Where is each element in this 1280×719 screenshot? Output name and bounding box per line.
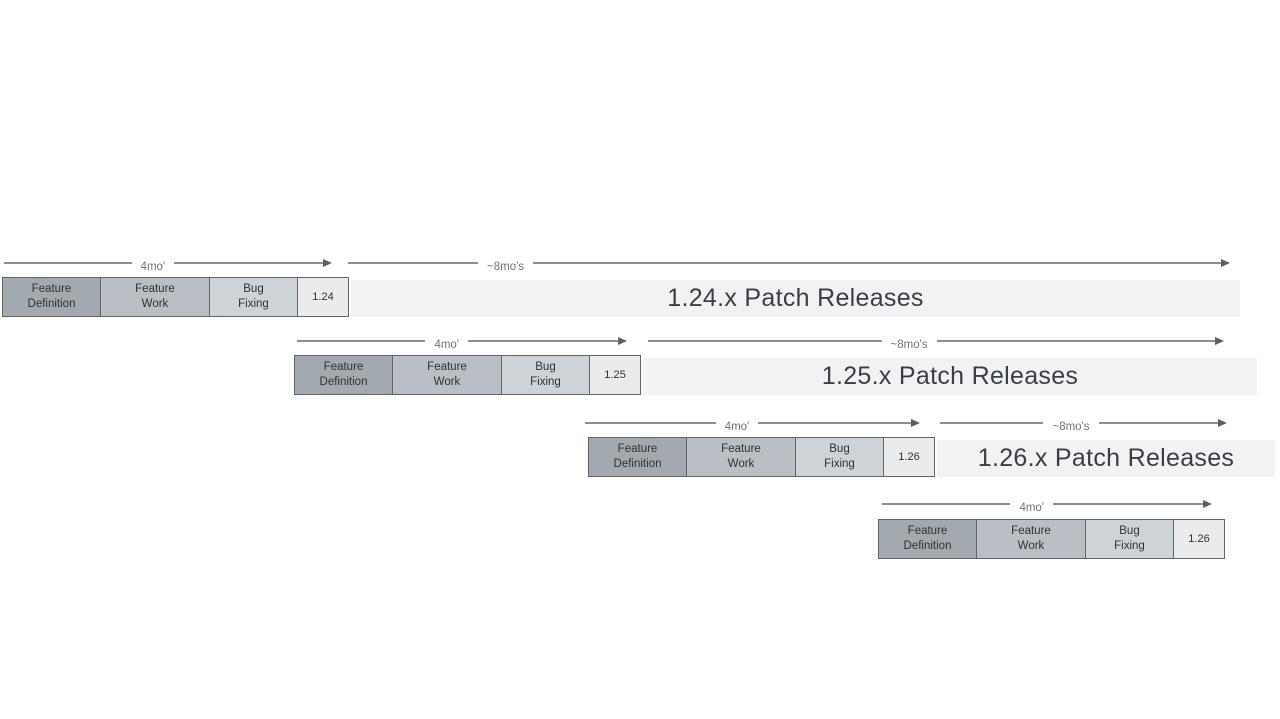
arrow-line [940, 422, 1044, 424]
dev-cycle-arrow: 4mo' [297, 333, 625, 351]
phase-box-feature-work: Feature Work [100, 277, 210, 317]
phase-box-feature-work: Feature Work [976, 519, 1086, 559]
patch-releases-label: 1.24.x Patch Releases [667, 284, 924, 312]
patch-releases-label: 1.25.x Patch Releases [821, 362, 1079, 390]
patch-releases-bar: 1.25.x Patch Releases [643, 358, 1257, 395]
arrow-line [4, 262, 132, 264]
dev-cycle-arrow: 4mo' [4, 255, 330, 273]
arrow-line [297, 340, 426, 342]
release-phase-boxes: Feature Definition Feature Work Bug Fixi… [2, 277, 349, 317]
phase-box-feature-definition: Feature Definition [878, 519, 977, 559]
arrow-head-icon [1098, 422, 1225, 424]
phase-box-bug-fixing: Bug Fixing [501, 355, 590, 395]
patch-releases-bar: 1.24.x Patch Releases [351, 280, 1240, 317]
dev-cycle-arrow: 4mo' [585, 415, 918, 433]
release-phase-boxes: Feature Definition Feature Work Bug Fixi… [878, 519, 1225, 559]
arrow-head-icon [758, 422, 918, 424]
phase-box-feature-definition: Feature Definition [294, 355, 393, 395]
patch-duration-label: ~8mo's [1052, 421, 1090, 433]
phase-box-feature-definition: Feature Definition [2, 277, 101, 317]
dev-cycle-arrow: 4mo' [882, 496, 1210, 514]
patch-cycle-arrow: ~8mo's [940, 415, 1225, 433]
patch-cycle-arrow: ~8mo's [348, 255, 1228, 273]
phase-box-bug-fixing: Bug Fixing [795, 437, 884, 477]
arrow-head-icon [936, 340, 1222, 342]
version-box: 1.25 [589, 355, 641, 395]
patch-releases-label: 1.26.x Patch Releases [977, 444, 1235, 472]
arrow-line [348, 262, 478, 264]
arrow-head-icon [1053, 503, 1210, 505]
version-box: 1.26 [883, 437, 935, 477]
dev-duration-label: 4mo' [140, 261, 166, 273]
version-box: 1.24 [297, 277, 349, 317]
release-phase-boxes: Feature Definition Feature Work Bug Fixi… [588, 437, 935, 477]
patch-cycle-arrow: ~8mo's [648, 333, 1222, 351]
dev-duration-label: 4mo' [1019, 502, 1045, 514]
patch-duration-label: ~8mo's [487, 261, 525, 273]
version-box: 1.26 [1173, 519, 1225, 559]
arrow-line [585, 422, 716, 424]
phase-box-feature-work: Feature Work [392, 355, 502, 395]
arrow-line [648, 340, 882, 342]
phase-box-feature-work: Feature Work [686, 437, 796, 477]
arrow-head-icon [533, 262, 1228, 264]
dev-duration-label: 4mo' [434, 339, 460, 351]
phase-box-feature-definition: Feature Definition [588, 437, 687, 477]
arrow-head-icon [468, 340, 625, 342]
phase-box-bug-fixing: Bug Fixing [209, 277, 298, 317]
arrow-line [882, 503, 1011, 505]
arrow-head-icon [174, 262, 330, 264]
patch-releases-bar: 1.26.x Patch Releases [937, 440, 1275, 477]
dev-duration-label: 4mo' [724, 421, 750, 433]
release-phase-boxes: Feature Definition Feature Work Bug Fixi… [294, 355, 641, 395]
phase-box-bug-fixing: Bug Fixing [1085, 519, 1174, 559]
patch-duration-label: ~8mo's [890, 339, 928, 351]
